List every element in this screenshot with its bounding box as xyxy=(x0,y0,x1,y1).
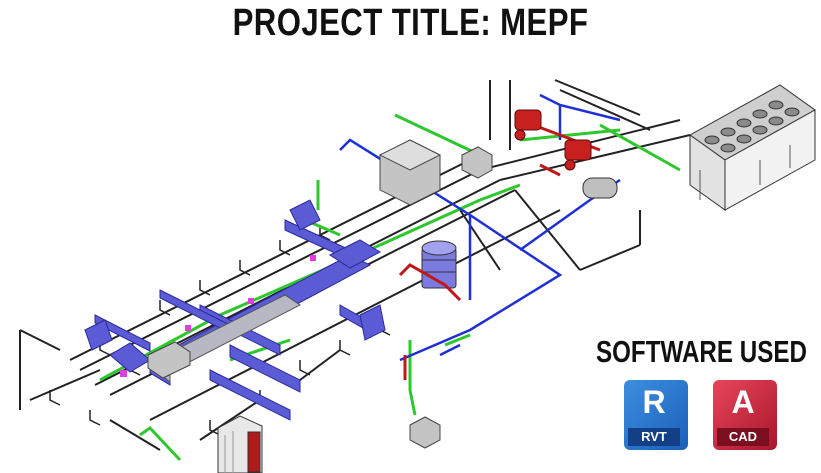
magenta-markers xyxy=(120,255,316,377)
revit-logo: R RVT xyxy=(624,380,688,450)
fire-pumps xyxy=(514,109,592,171)
software-used-heading: SOFTWARE USED xyxy=(596,334,807,369)
autocad-code: CAD xyxy=(717,428,769,446)
chiller-unit xyxy=(689,84,816,211)
equipment-boxes xyxy=(147,139,493,449)
pressure-vessel xyxy=(582,177,618,199)
autocad-logo: A CAD xyxy=(713,380,777,450)
mepf-isometric-drawing xyxy=(19,79,816,473)
autocad-letter: A xyxy=(731,384,755,420)
page-title: PROJECT TITLE: MEPF xyxy=(232,2,589,44)
electrical-cabinet xyxy=(217,415,263,473)
revit-letter: R xyxy=(642,384,666,420)
electrical-lines xyxy=(339,93,621,362)
revit-code: RVT xyxy=(628,428,680,446)
water-tank xyxy=(421,240,457,289)
